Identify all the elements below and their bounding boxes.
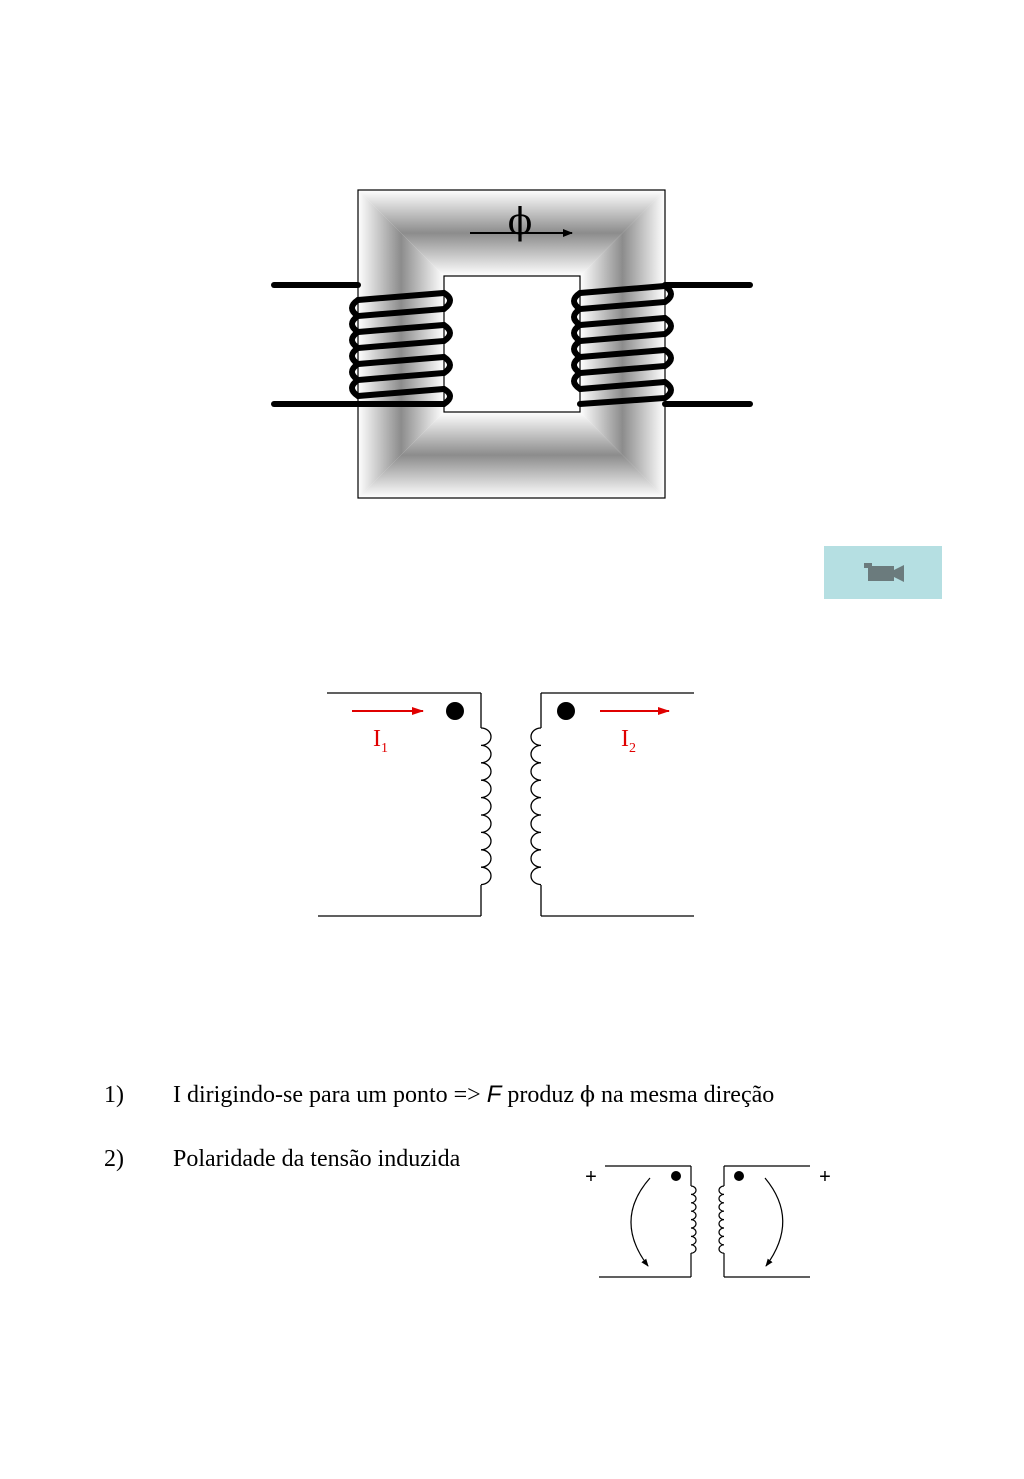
video-camera-icon bbox=[864, 563, 904, 582]
polarity-dot-primary bbox=[446, 702, 464, 720]
small-secondary-coil bbox=[718, 1165, 810, 1278]
polarity-dot-small-secondary bbox=[734, 1171, 744, 1181]
induced-voltage-polarity-diagram: + + bbox=[585, 1165, 831, 1278]
primary-winding bbox=[271, 282, 453, 407]
video-button[interactable] bbox=[824, 546, 942, 599]
secondary-winding bbox=[571, 282, 753, 407]
primary-coil bbox=[318, 692, 492, 917]
current-label-secondary: I2 bbox=[621, 726, 636, 756]
voltage-arrow-primary bbox=[630, 1177, 651, 1267]
transformer-core-diagram: ϕ bbox=[271, 189, 753, 499]
plus-sign-right: + bbox=[819, 1166, 831, 1188]
list-item-number: 2) bbox=[104, 1146, 124, 1172]
voltage-arrow-secondary bbox=[764, 1177, 784, 1267]
current-label-primary: I1 bbox=[373, 726, 388, 756]
secondary-coil bbox=[530, 692, 694, 917]
list-item-text: Polaridade da tensão induzida bbox=[173, 1146, 461, 1172]
list-item-number: 1) bbox=[104, 1082, 124, 1108]
dot-convention-circuit: I1 I2 bbox=[318, 692, 694, 917]
polarity-dot-secondary bbox=[557, 702, 575, 720]
magnetic-core bbox=[357, 189, 666, 499]
small-primary-coil bbox=[599, 1165, 697, 1278]
polarity-dot-small-primary bbox=[671, 1171, 681, 1181]
flux-symbol: ϕ bbox=[508, 202, 533, 243]
plus-sign-left: + bbox=[585, 1166, 597, 1188]
